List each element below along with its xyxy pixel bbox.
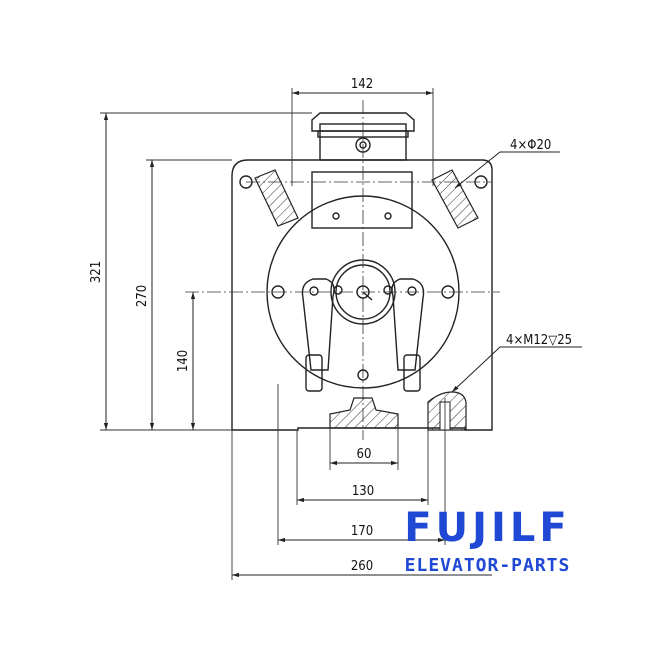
dim-270: 270 — [135, 285, 150, 307]
brake-arm-left — [301, 278, 335, 371]
brake-shoe-left — [305, 354, 323, 392]
brand-logo: FUJILF ELEVATOR-PARTS — [380, 505, 595, 577]
brake-shoe-right — [403, 354, 421, 392]
top-cap — [311, 112, 415, 132]
dim-140: 140 — [176, 350, 191, 372]
hatch-rib-right — [431, 169, 479, 229]
leader-holes — [454, 151, 560, 189]
arm-pivot-right-b — [407, 286, 417, 296]
dim-170: 170 — [351, 524, 373, 539]
arm-pivot-left-b — [333, 285, 343, 295]
brand-tagline: ELEVATOR-PARTS — [404, 555, 571, 576]
mounting-block — [311, 171, 413, 229]
dim-142: 142 — [351, 77, 373, 92]
hatch-rib-left — [254, 169, 299, 227]
callout-holes: 4×Φ20 — [510, 138, 551, 153]
shaft-key — [362, 291, 373, 301]
arm-pivot-right-a — [383, 285, 393, 295]
dim-60: 60 — [357, 447, 372, 462]
block-screw-right — [384, 212, 392, 220]
arm-pivot-left-a — [309, 286, 319, 296]
callout-threads: 4×M12▽25 — [506, 333, 572, 348]
brand-name: FUJILF — [404, 505, 571, 551]
dim-321: 321 — [89, 261, 104, 283]
center-tblock — [329, 397, 399, 429]
leader-threads — [451, 346, 582, 393]
dim-130: 130 — [352, 484, 374, 499]
brake-arm-right — [391, 278, 425, 371]
dim-260: 260 — [351, 559, 373, 574]
block-screw-left — [332, 212, 340, 220]
